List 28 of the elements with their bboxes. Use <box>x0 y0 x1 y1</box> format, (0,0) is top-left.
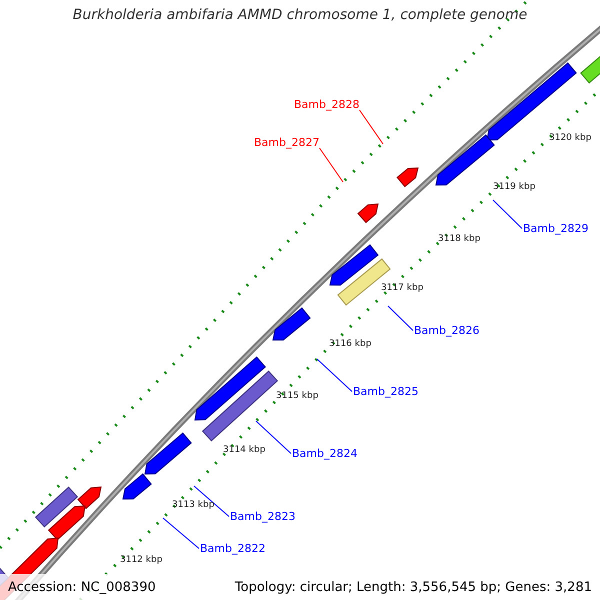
gene-label: Bamb_2828 <box>294 99 360 110</box>
gene-label: Bamb_2827 <box>254 137 320 148</box>
scale-label: 3120 kbp <box>549 134 592 143</box>
leader-line <box>492 200 522 229</box>
scale-label: 3115 kbp <box>276 392 318 401</box>
scale-label: 3112 kbp <box>120 556 162 565</box>
leader-line <box>162 518 200 549</box>
scale-label: 3113 kbp <box>172 501 214 510</box>
leader-line <box>388 306 414 331</box>
gene-label: Bamb_2826 <box>414 325 480 336</box>
title: Burkholderia ambifaria AMMD chromosome 1, complete genome <box>72 8 528 22</box>
gene-label: Bamb_2824 <box>292 448 358 459</box>
gene-label: Bamb_2825 <box>353 386 418 397</box>
scale-label: 3118 kbp <box>438 235 480 244</box>
gene-label: Bamb_2829 <box>523 223 588 234</box>
leader-line <box>358 110 384 144</box>
scale-label: 3119 kbp <box>493 183 536 192</box>
leader-line <box>194 486 230 517</box>
gene-label: Bamb_2822 <box>200 543 266 554</box>
leader-line <box>318 148 344 182</box>
gene-label: Bamb_2823 <box>230 511 296 522</box>
scale-label: 3117 kbp <box>381 284 424 293</box>
leader-line <box>256 420 292 454</box>
leader-line <box>316 358 352 392</box>
scale-label: 3116 kbp <box>329 340 372 349</box>
info-text: Topology: circular; Length: 3,556,545 bp; Genes: 3,281 <box>234 581 592 594</box>
scale-label: 3114 kbp <box>223 446 266 455</box>
info-text: Accession: NC_008390 <box>8 581 156 594</box>
